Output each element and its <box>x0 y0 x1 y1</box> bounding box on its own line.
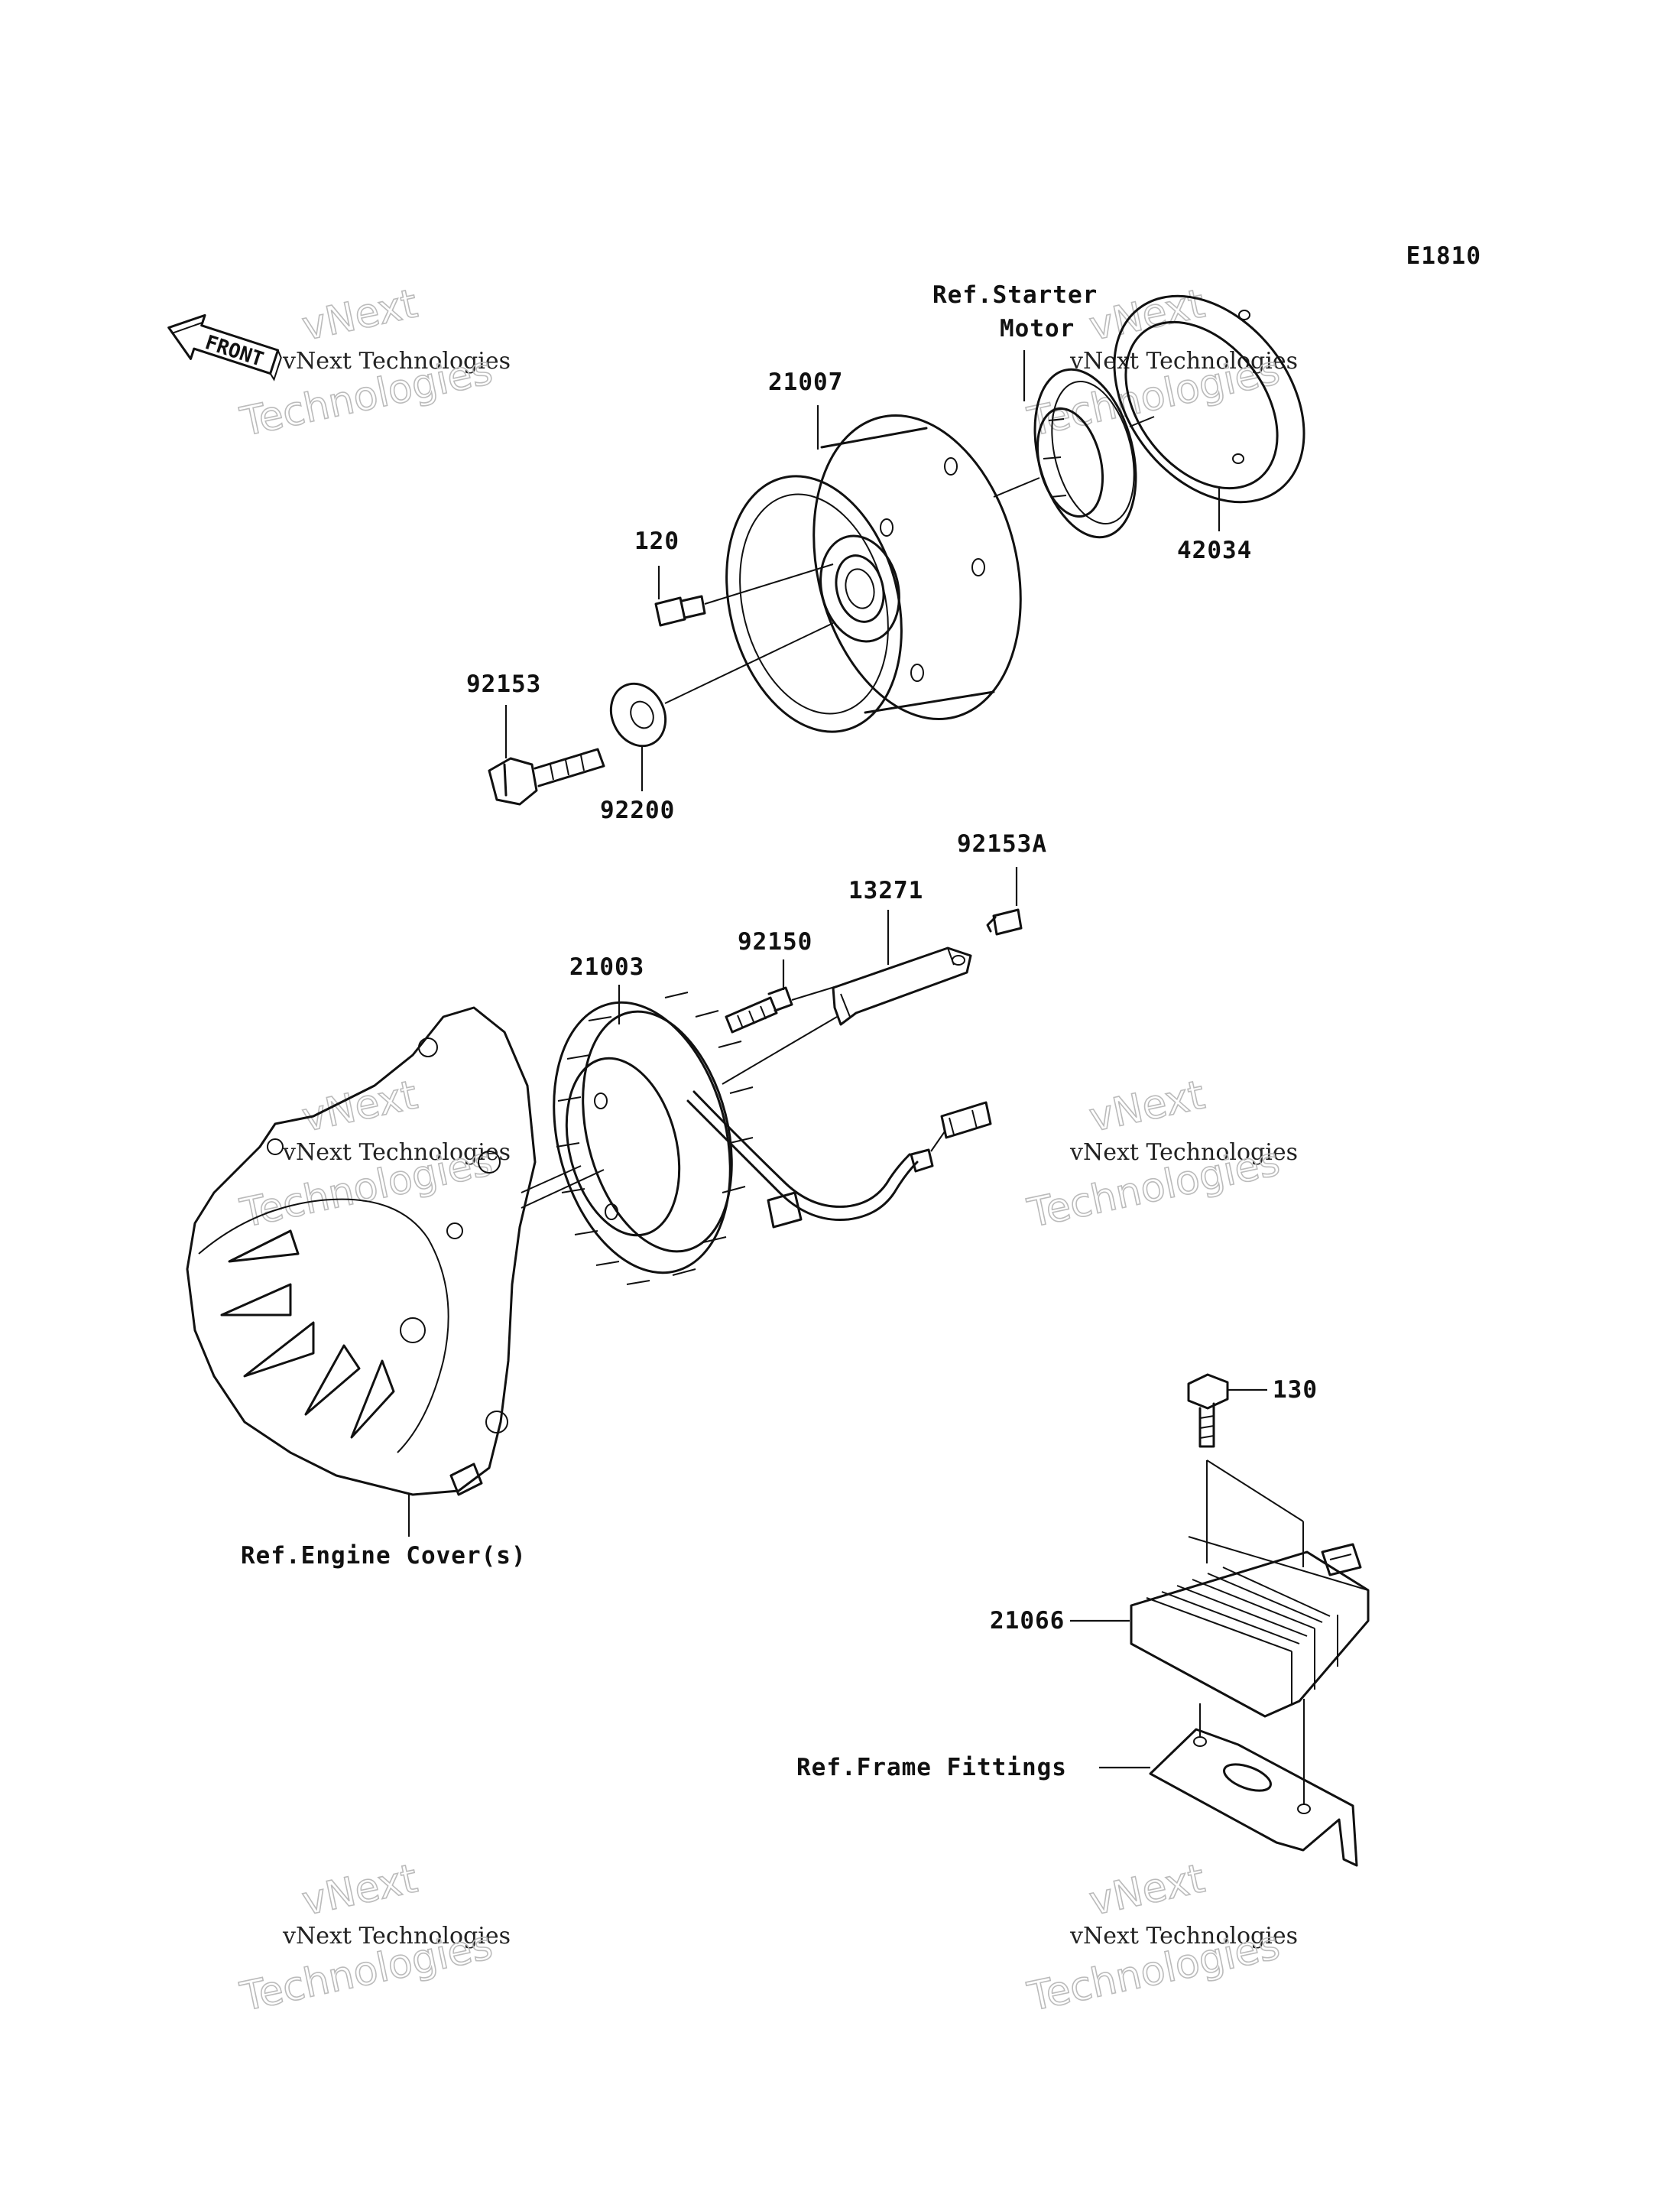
callout-ref-starter-motor-line2: Motor <box>1000 315 1075 343</box>
washer-92200 <box>609 622 834 748</box>
svg-text:vNext: vNext <box>1085 1072 1208 1141</box>
rotor-21007 <box>725 414 1022 733</box>
callout-130: 130 <box>1273 1376 1318 1404</box>
bolt-92150 <box>725 986 793 1034</box>
watermark-bottom-left: vNext vNext Technologies Technologies <box>235 1855 511 2021</box>
callout-21007: 21007 <box>768 368 843 396</box>
svg-text:vNext Technologies: vNext Technologies <box>1069 1923 1298 1950</box>
svg-text:vNext: vNext <box>298 1072 421 1141</box>
assembly-lines <box>722 416 1155 1085</box>
bolt-120 <box>654 563 834 627</box>
svg-text:vNext Technologies: vNext Technologies <box>282 1139 511 1166</box>
callout-13271: 13271 <box>848 877 923 904</box>
svg-text:vNext: vNext <box>1085 1855 1208 1924</box>
callout-ref-engine-cover: Ref.Engine Cover(s) <box>241 1542 527 1570</box>
svg-text:vNext: vNext <box>298 1855 421 1924</box>
callout-92153A: 92153A <box>957 830 1047 858</box>
svg-text:vNext: vNext <box>1085 281 1208 349</box>
callout-92150: 92150 <box>738 928 812 956</box>
starter-clutch <box>1033 368 1137 539</box>
callout-42034: 42034 <box>1177 537 1252 564</box>
engine-cover <box>186 1006 605 1496</box>
stator-wire-connector <box>686 1090 992 1229</box>
callout-21066: 21066 <box>990 1607 1065 1635</box>
callout-ref-frame-fittings: Ref.Frame Fittings <box>796 1754 1067 1781</box>
bolt-130 <box>1187 1373 1229 1448</box>
svg-text:vNext Technologies: vNext Technologies <box>1069 1139 1298 1166</box>
svg-text:vNext Technologies: vNext Technologies <box>1069 348 1298 375</box>
watermark-bottom-right: vNext vNext Technologies Technologies <box>1023 1855 1298 2021</box>
front-arrow-icon: FRONT <box>167 313 282 381</box>
bolt-92153 <box>488 748 605 806</box>
gear-42034 <box>1113 294 1305 504</box>
frame-fitting-bracket <box>1149 1699 1358 1867</box>
callout-92200: 92200 <box>600 797 675 824</box>
svg-text:vNext: vNext <box>298 281 421 349</box>
callout-21003: 21003 <box>569 953 644 981</box>
plate-13271 <box>832 946 972 1026</box>
bolt-92153A <box>986 908 1023 936</box>
callout-ref-starter-motor-line1: Ref.Starter <box>932 281 1098 309</box>
svg-text:vNext Technologies: vNext Technologies <box>282 348 511 375</box>
watermark-top-left: vNext vNext Technologies Technologies <box>235 281 511 446</box>
stator-21003 <box>553 992 754 1285</box>
regulator-21066 <box>1130 1459 1370 1718</box>
svg-text:vNext Technologies: vNext Technologies <box>282 1923 511 1950</box>
watermark-top-right: vNext vNext Technologies Technologies <box>1023 281 1298 446</box>
callout-120: 120 <box>634 528 679 555</box>
watermark-middle-right: vNext vNext Technologies Technologies <box>1023 1072 1298 1238</box>
callout-92153: 92153 <box>466 670 541 698</box>
diagram-code: E1810 <box>1406 242 1481 270</box>
